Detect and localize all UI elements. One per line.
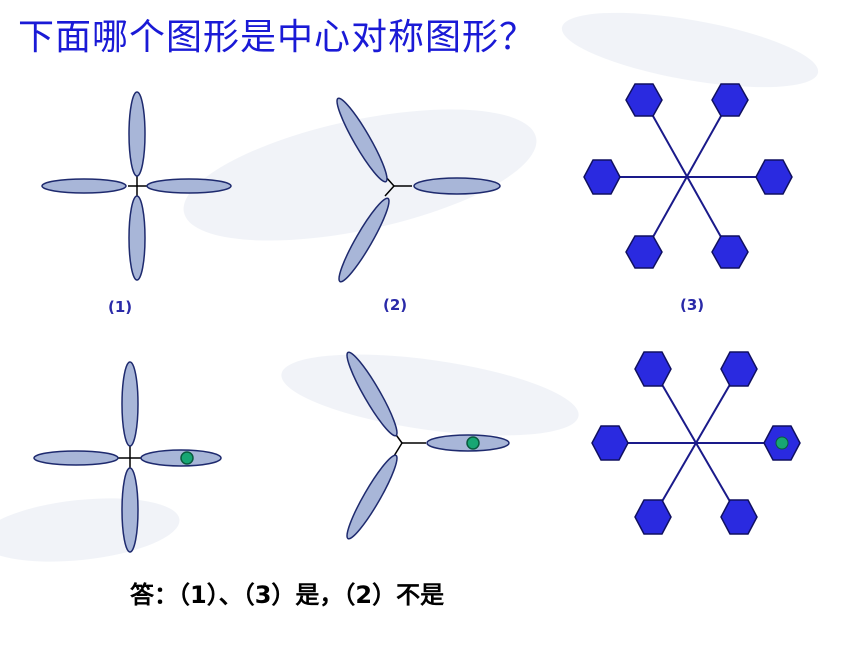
answer-text: 答：（1）、（3）是，（2）不是	[130, 581, 445, 609]
figure-3-label: (3)	[680, 296, 705, 314]
figure-3-top	[583, 83, 793, 269]
figure-3-bottom	[591, 351, 801, 535]
figure-2-bottom	[346, 351, 510, 540]
page-title: 下面哪个图形是中心对称图形？	[18, 17, 537, 58]
figure-2-top	[336, 97, 501, 283]
center-dot	[775, 436, 789, 450]
figure-1-bottom	[33, 361, 222, 553]
center-dot	[466, 436, 480, 450]
center-dot	[180, 451, 194, 465]
figure-1-top	[41, 91, 232, 281]
figure-1-label: (1)	[108, 298, 133, 316]
figure-2-label: (2)	[383, 296, 408, 314]
